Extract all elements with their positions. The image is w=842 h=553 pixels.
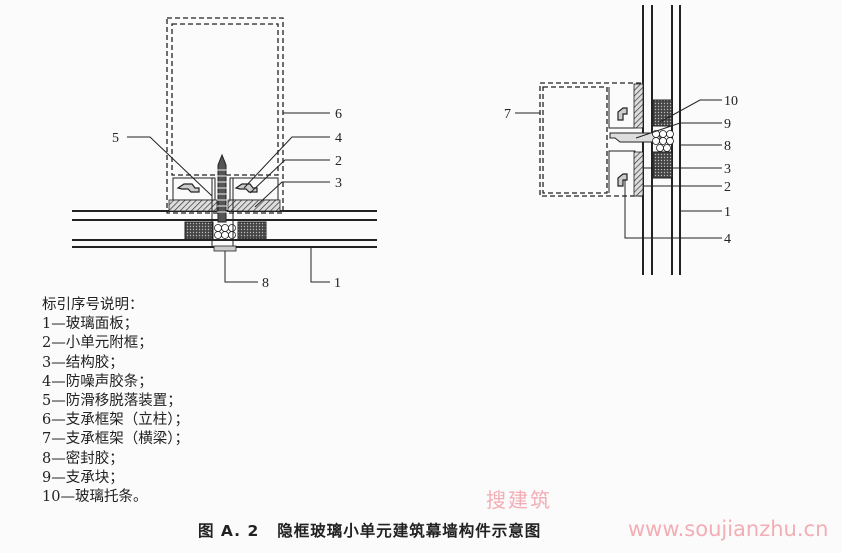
watermark-url: www.soujianzhu.cn xyxy=(628,517,829,541)
legend-item: 10—玻璃托条。 xyxy=(42,489,148,506)
left-callout-labels: 6 5 4 2 3 8 1 xyxy=(112,107,342,291)
callout-4: 4 xyxy=(335,131,342,146)
callout-4: 4 xyxy=(724,232,731,247)
legend-item: 8—密封胶； xyxy=(42,450,124,467)
callout-5: 5 xyxy=(112,131,119,146)
callout-8: 8 xyxy=(262,276,269,291)
callout-1: 1 xyxy=(334,276,341,291)
legend-item: 6—支承框架（立柱）； xyxy=(42,412,189,429)
watermark-name: 搜建筑 xyxy=(486,488,552,512)
figure-number: 图 A. 2 xyxy=(198,522,260,540)
callout-3: 3 xyxy=(724,162,731,177)
callout-2: 2 xyxy=(724,180,731,195)
legend-item: 7—支承框架（横梁）； xyxy=(42,431,189,448)
legend: 标引序号说明： 1—玻璃面板； 2—小单元附框； 3—结构胶； 4—防噪声胶条；… xyxy=(42,296,189,507)
figure-title: 隐框玻璃小单元建筑幕墙构件示意图 xyxy=(277,522,542,540)
callout-10: 10 xyxy=(724,94,738,109)
callout-6: 6 xyxy=(335,107,342,122)
figure-caption: 图 A. 2 隐框玻璃小单元建筑幕墙构件示意图 xyxy=(198,519,559,541)
callout-7: 7 xyxy=(504,107,511,122)
legend-item: 9—支承块； xyxy=(42,469,124,486)
horizontal-section-drawing xyxy=(72,17,377,283)
vertical-section-drawing xyxy=(515,5,722,275)
callout-3: 3 xyxy=(335,176,342,191)
callout-2: 2 xyxy=(335,154,342,169)
legend-item: 4—防噪声胶条； xyxy=(42,373,153,390)
legend-item: 5—防滑移脱落装置； xyxy=(42,393,182,410)
callout-1: 1 xyxy=(724,205,731,220)
callout-9: 9 xyxy=(724,117,731,132)
legend-item: 3—结构胶； xyxy=(42,354,124,371)
callout-8: 8 xyxy=(724,139,731,154)
legend-title: 标引序号说明： xyxy=(42,297,144,313)
legend-item: 1—玻璃面板； xyxy=(42,316,139,333)
right-callout-labels: 7 10 9 8 3 2 1 4 xyxy=(504,94,738,247)
legend-item: 2—小单元附框； xyxy=(42,335,153,352)
